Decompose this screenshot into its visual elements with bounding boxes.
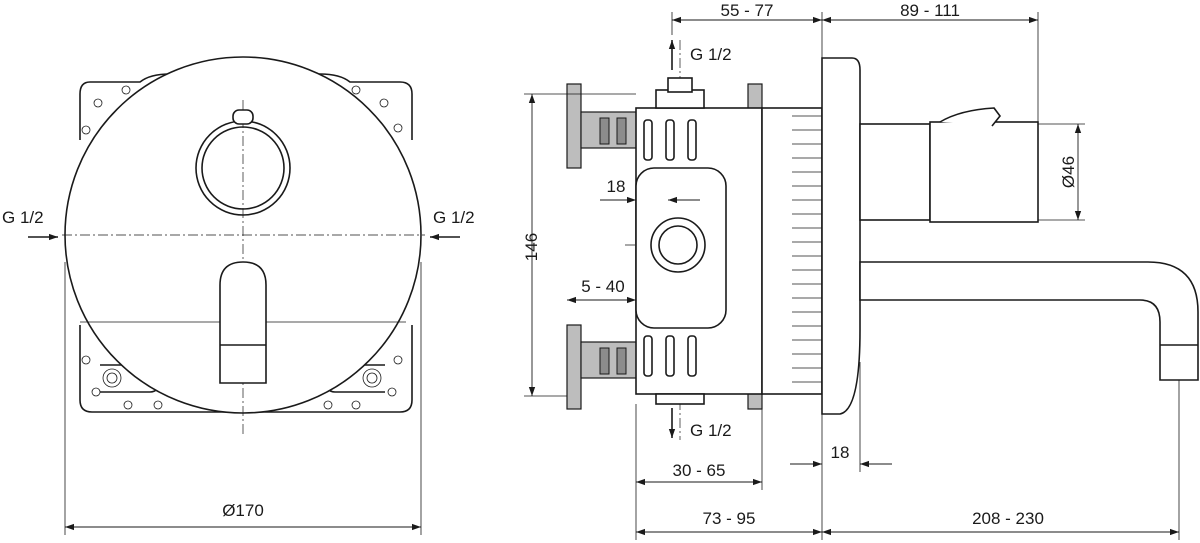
valve-port-outer bbox=[650, 217, 706, 273]
dim-label-bottom-left: 73 - 95 bbox=[703, 509, 756, 528]
valve-port-inner bbox=[658, 225, 698, 265]
bottom-connector bbox=[655, 393, 705, 405]
dim-label-top-left: 55 - 77 bbox=[721, 1, 774, 20]
threaded-sleeve bbox=[761, 107, 823, 395]
bottom-flange bbox=[566, 324, 582, 410]
top-pipe-ring-a bbox=[599, 117, 610, 145]
valve-body-window bbox=[635, 167, 727, 329]
dim-label-wall: 18 bbox=[831, 443, 850, 462]
control-knob-inner bbox=[201, 126, 285, 210]
knob-lever bbox=[939, 107, 1002, 127]
top-connector-cap bbox=[667, 77, 693, 93]
dim-label-depth: 30 - 65 bbox=[673, 461, 726, 480]
dim-label-bottom-right: 208 - 230 bbox=[972, 509, 1044, 528]
bottom-pipe-ring-b bbox=[616, 347, 627, 375]
cover-plate-side bbox=[821, 57, 861, 415]
top-flange bbox=[566, 83, 582, 169]
inlet-label-left: G 1/2 bbox=[2, 208, 44, 227]
dim-label-offset: 18 bbox=[607, 177, 626, 196]
sleeve-threads bbox=[792, 115, 822, 383]
knob-body bbox=[859, 123, 931, 221]
knob-cap bbox=[929, 121, 1039, 223]
spout-side bbox=[859, 261, 1199, 381]
knob-indicator bbox=[232, 109, 254, 125]
inlet-label-top: G 1/2 bbox=[690, 45, 732, 64]
dim-label-range: 5 - 40 bbox=[581, 277, 624, 296]
inlet-label-right: G 1/2 bbox=[433, 208, 475, 227]
inlet-label-bottom: G 1/2 bbox=[690, 421, 732, 440]
top-pipe-left bbox=[580, 111, 640, 149]
bottom-pipe-left bbox=[580, 341, 640, 379]
bracket-holes bbox=[81, 85, 403, 410]
dim-label-knob-diameter: Ø46 bbox=[1059, 156, 1078, 188]
top-pipe-ring-b bbox=[616, 117, 627, 145]
spout-front bbox=[219, 261, 267, 384]
side-view: G 1/2 G 1/2 55 - 77 89 - 111 146 18 5 - … bbox=[522, 1, 1199, 540]
front-view: G 1/2 G 1/2 Ø170 bbox=[2, 56, 475, 535]
bottom-pipe-ring-a bbox=[599, 347, 610, 375]
dim-label-top-right: 89 - 111 bbox=[900, 1, 960, 20]
dim-label-height: 146 bbox=[522, 233, 541, 261]
valve-slots bbox=[643, 119, 697, 377]
diameter-label: Ø170 bbox=[222, 501, 264, 520]
